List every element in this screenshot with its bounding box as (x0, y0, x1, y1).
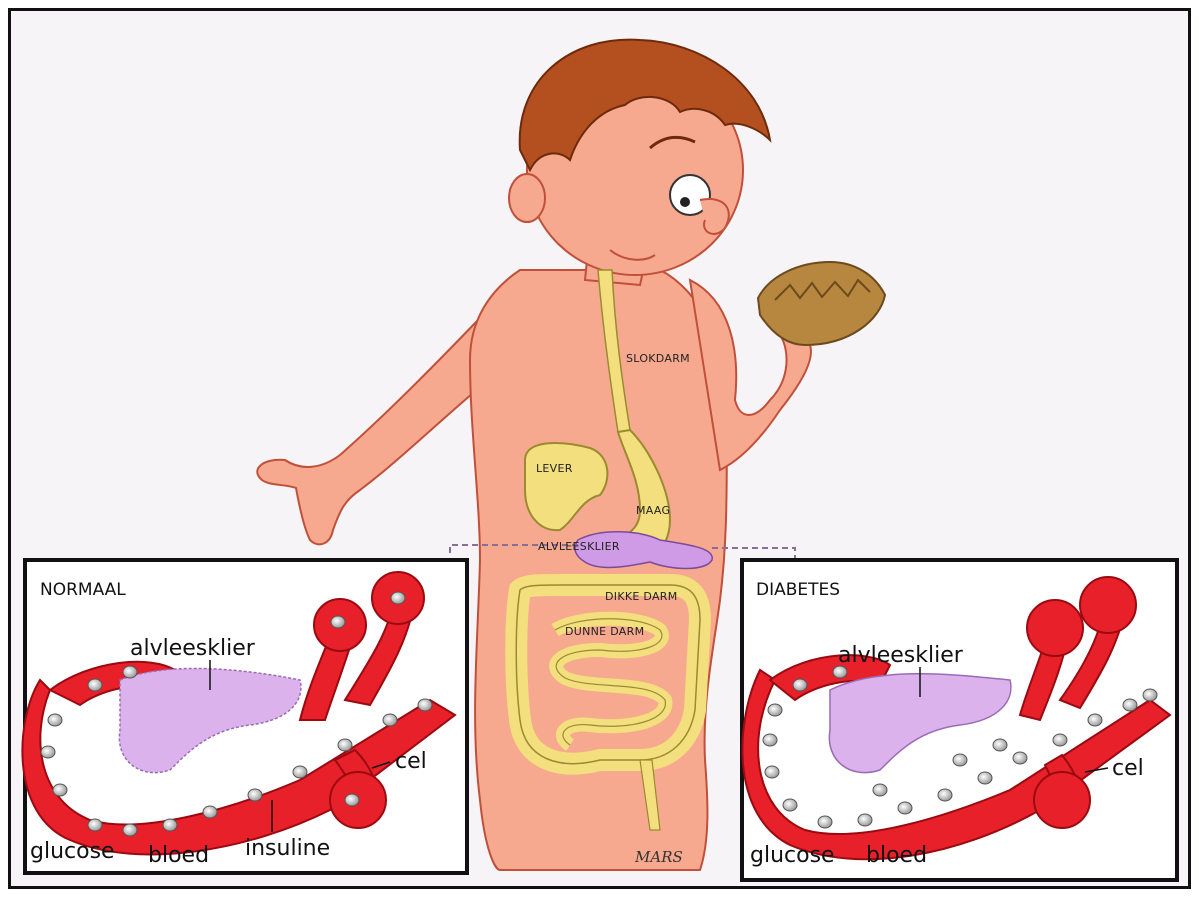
normal-glucose-label: glucose (30, 839, 115, 864)
label-large-intestine: DIKKE DARM (605, 590, 678, 603)
panel-diabetes-title: DIABETES (756, 580, 840, 600)
label-stomach: MAAG (636, 504, 670, 517)
label-liver: LEVER (536, 462, 573, 475)
diabetes-pancreas-label: alvleesklier (838, 643, 964, 668)
panel-diabetes: DIABETES alvleesklier cel glucose bloed (742, 560, 1177, 880)
normal-insulin-label: insuline (245, 836, 330, 861)
normal-pancreas-label: alvleesklier (130, 636, 256, 661)
label-pancreas: ALVLEESKLIER (538, 540, 620, 553)
label-small-intestine: DUNNE DARM (565, 625, 644, 638)
normal-blood-label: bloed (148, 843, 209, 868)
diabetes-glucose-label: glucose (750, 843, 835, 868)
bread-icon (758, 262, 885, 345)
left-arm (257, 320, 500, 544)
panel-normal-title: NORMAAL (40, 580, 126, 600)
signature: MARS (634, 848, 683, 866)
label-esophagus: SLOKDARM (626, 352, 690, 365)
diabetes-cell-label: cel (1112, 756, 1144, 781)
diabetes-blood-label: bloed (866, 843, 927, 868)
normal-cell-label: cel (395, 749, 427, 774)
panel-normal: NORMAAL alvleesklier cel glucose bloed i… (22, 560, 467, 873)
